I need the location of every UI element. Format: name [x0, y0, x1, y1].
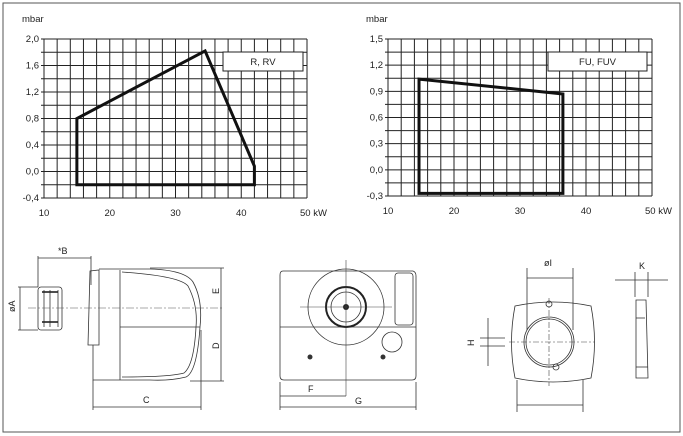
- x-tick-label: 30: [515, 206, 526, 217]
- dim-g-label: G: [355, 396, 362, 406]
- y-tick-label: 0,9: [370, 86, 383, 97]
- chart-r-rv: 10 20 30 40 50 kW 2,0 1,6 1,2 0,8 0,4 0,0 -0,4 mbarR…: [22, 14, 327, 219]
- x-tick-label: 40: [581, 206, 592, 217]
- dim-c-label: C: [143, 395, 150, 405]
- legend-box: [547, 51, 648, 72]
- dim-i-label: øI: [544, 258, 552, 268]
- operating-range-polygon: [75, 48, 256, 187]
- x-tick-label: 10: [383, 206, 394, 217]
- dim-a-label: øA: [7, 300, 17, 312]
- y-tick-label: 0,0: [370, 165, 383, 176]
- y-tick-label: 0,4: [26, 140, 39, 151]
- x-tick-label: 50 kW: [645, 206, 672, 217]
- x-tick-label: 50 kW: [300, 208, 327, 219]
- dim-d-label: D: [211, 342, 221, 349]
- y-tick-label: 0,6: [370, 113, 383, 124]
- dim-k-label: K: [639, 261, 645, 271]
- dim-f-label: F: [308, 384, 314, 394]
- x-tick-label: 30: [170, 208, 181, 219]
- x-tick-label: 20: [449, 206, 460, 217]
- dim-e-label: E: [211, 288, 221, 294]
- y-tick-label: 0,8: [26, 114, 39, 125]
- y-tick-label: -0,3: [367, 191, 383, 202]
- x-tick-label: 40: [236, 208, 247, 219]
- operating-range-polygon: [417, 77, 565, 195]
- y-tick-label: 0,3: [370, 139, 383, 150]
- y-tick-label: -0,4: [23, 193, 39, 204]
- chart-fu-fuv: 10 20 30 40 50 kW 1,5 1,2 0,9 0,6 0,3 0,0 -0,3 mbarF…: [366, 14, 672, 217]
- x-tick-label: 20: [104, 208, 115, 219]
- y-tick-label: 0,0: [26, 167, 39, 178]
- y-tick-label: 1,2: [26, 87, 39, 98]
- legend-box: [222, 51, 304, 72]
- flange-view: [480, 268, 668, 412]
- dim-b-label: *B: [58, 246, 68, 256]
- legend-label: FU, FUV: [579, 57, 617, 68]
- dim-h-label: H: [466, 340, 476, 347]
- y-axis-unit: mbar: [366, 14, 388, 25]
- burner-front-view: [279, 260, 417, 410]
- y-tick-label: 1,5: [370, 34, 383, 45]
- y-tick-label: 1,2: [370, 60, 383, 71]
- burner-side-view: [18, 256, 224, 410]
- y-tick-label: 1,6: [26, 61, 39, 72]
- y-tick-label: 2,0: [26, 34, 39, 45]
- x-tick-label: 10: [39, 208, 50, 219]
- y-axis-unit: mbar: [22, 14, 44, 25]
- legend-label: R, RV: [250, 57, 276, 68]
